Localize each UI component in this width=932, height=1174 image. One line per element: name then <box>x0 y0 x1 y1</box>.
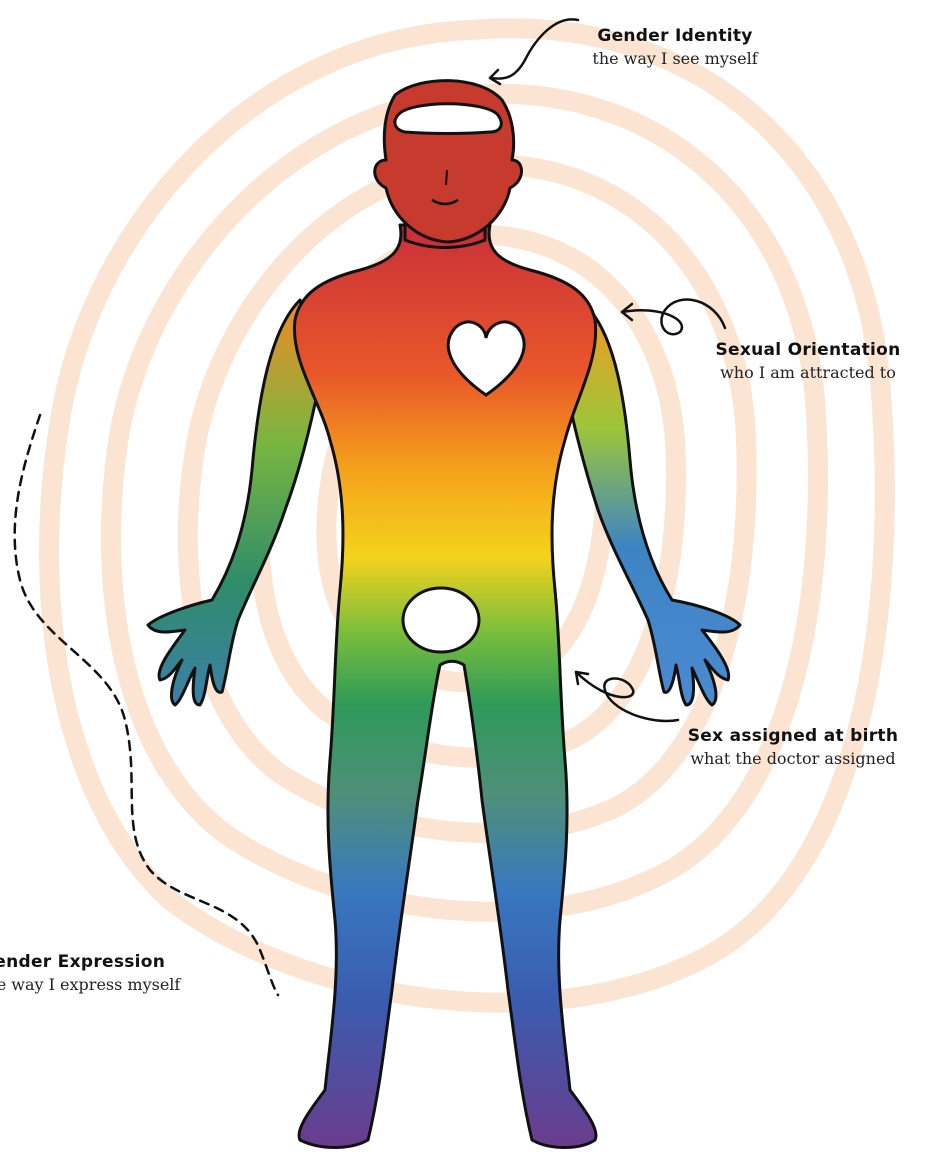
gender-identity-desc: the way I see myself <box>560 49 790 68</box>
gender-expression-label: Gender Expression the way I express myse… <box>0 952 220 994</box>
gender-expression-desc: the way I express myself <box>0 975 220 994</box>
sexual-orientation-desc: who I am attracted to <box>688 363 928 382</box>
sex-assigned-desc: what the doctor assigned <box>662 749 924 768</box>
groin-shape <box>403 588 479 652</box>
sexual-orientation-title: Sexual Orientation <box>688 340 928 360</box>
gender-expression-title: Gender Expression <box>0 952 220 972</box>
left-arm <box>148 300 320 705</box>
brain-shape <box>395 104 501 134</box>
gender-identity-label: Gender Identity the way I see myself <box>560 26 790 68</box>
gender-identity-title: Gender Identity <box>560 26 790 46</box>
sexual-orientation-label: Sexual Orientation who I am attracted to <box>688 340 928 382</box>
sex-assigned-title: Sex assigned at birth <box>662 726 924 746</box>
sex-assigned-label: Sex assigned at birth what the doctor as… <box>662 726 924 768</box>
nose <box>446 170 447 185</box>
